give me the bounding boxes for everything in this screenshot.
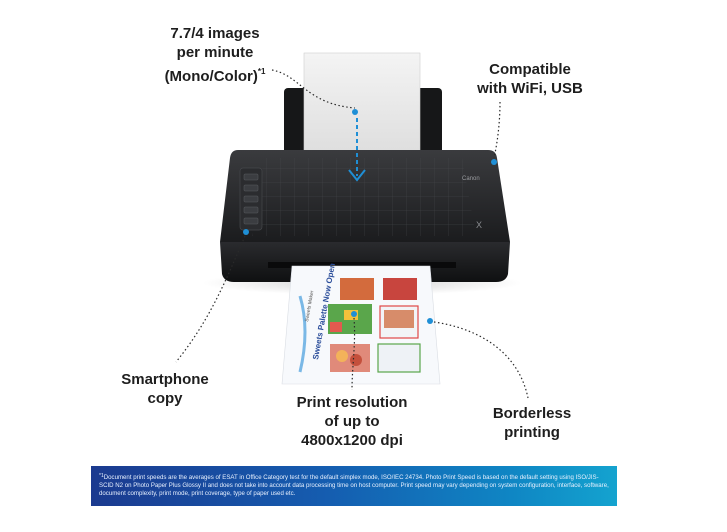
callout-connectivity: Compatible with WiFi, USB	[460, 60, 600, 98]
printout-photo	[330, 344, 370, 372]
borderless-connector-dot	[427, 318, 433, 324]
printout-block	[330, 322, 342, 332]
connectivity-connector	[493, 101, 501, 159]
callout-smartphone-line2: copy	[147, 390, 183, 407]
speed-connector-dot	[352, 109, 358, 115]
borderless-connector	[433, 321, 529, 399]
printout-photo-detail	[336, 350, 348, 362]
output-slot	[268, 262, 456, 268]
printer-model-mark: X	[476, 220, 482, 230]
printout-photo	[340, 278, 374, 300]
footnote-marker: *1	[99, 473, 104, 479]
panel-button	[243, 217, 259, 225]
input-paper	[303, 52, 421, 164]
printout-block	[377, 343, 421, 373]
callout-borderless-line1: Borderless	[492, 405, 572, 422]
panel-button	[243, 195, 259, 203]
resolution-connector-dot	[351, 311, 357, 317]
callout-print-resolution: Print resolution of up to 4800x1200 dpi	[282, 393, 422, 450]
printer-brand: Canon	[462, 176, 480, 182]
callout-connectivity-line2: with WiFi, USB	[477, 80, 583, 97]
panel-button	[243, 206, 259, 214]
panel-button	[243, 173, 259, 181]
smartphone-connector-dot	[243, 229, 249, 235]
footnote-text: Document print speeds are the averages o…	[99, 474, 609, 498]
footnote-ref: *1	[257, 67, 266, 76]
callout-print-speed-line3: (Mono/Color)*1	[150, 62, 280, 86]
printout-photo	[384, 310, 414, 328]
printout-block	[344, 310, 358, 320]
callout-connectivity-line1: Compatible	[489, 61, 571, 78]
callout-print-speed-line2: per minute	[176, 44, 254, 61]
callout-resolution-line2: of up to	[324, 413, 380, 430]
callout-borderless-line2: printing	[504, 424, 560, 441]
callout-print-speed-line1: 7.7/4 images	[170, 25, 260, 42]
connectivity-connector-dot	[491, 159, 497, 165]
printout-wave	[298, 295, 307, 373]
printout-photo-detail	[350, 354, 362, 366]
callout-print-speed: 7.7/4 images per minute (Mono/Color)*1	[150, 24, 280, 86]
callout-borderless-printing: Borderless printing	[472, 404, 592, 442]
top-grid-pattern	[252, 158, 476, 236]
resolution-connector	[351, 317, 356, 391]
callout-print-speed-mode: (Mono/Color)	[164, 68, 258, 85]
printout-tagline: Sweets Maker	[304, 290, 315, 323]
footnote-bar: *1Document print speeds are the averages…	[91, 466, 617, 506]
printout-photo	[383, 278, 417, 300]
callout-smartphone-line1: Smartphone	[121, 371, 209, 388]
callout-resolution-line1: Print resolution	[296, 394, 408, 411]
callout-smartphone-copy: Smartphone copy	[100, 370, 230, 408]
panel-button	[243, 184, 259, 192]
smartphone-connector	[175, 235, 246, 363]
callout-resolution-line3: 4800x1200 dpi	[301, 432, 403, 449]
speed-connector	[271, 69, 356, 109]
paper-feed-arrowhead	[348, 169, 366, 182]
